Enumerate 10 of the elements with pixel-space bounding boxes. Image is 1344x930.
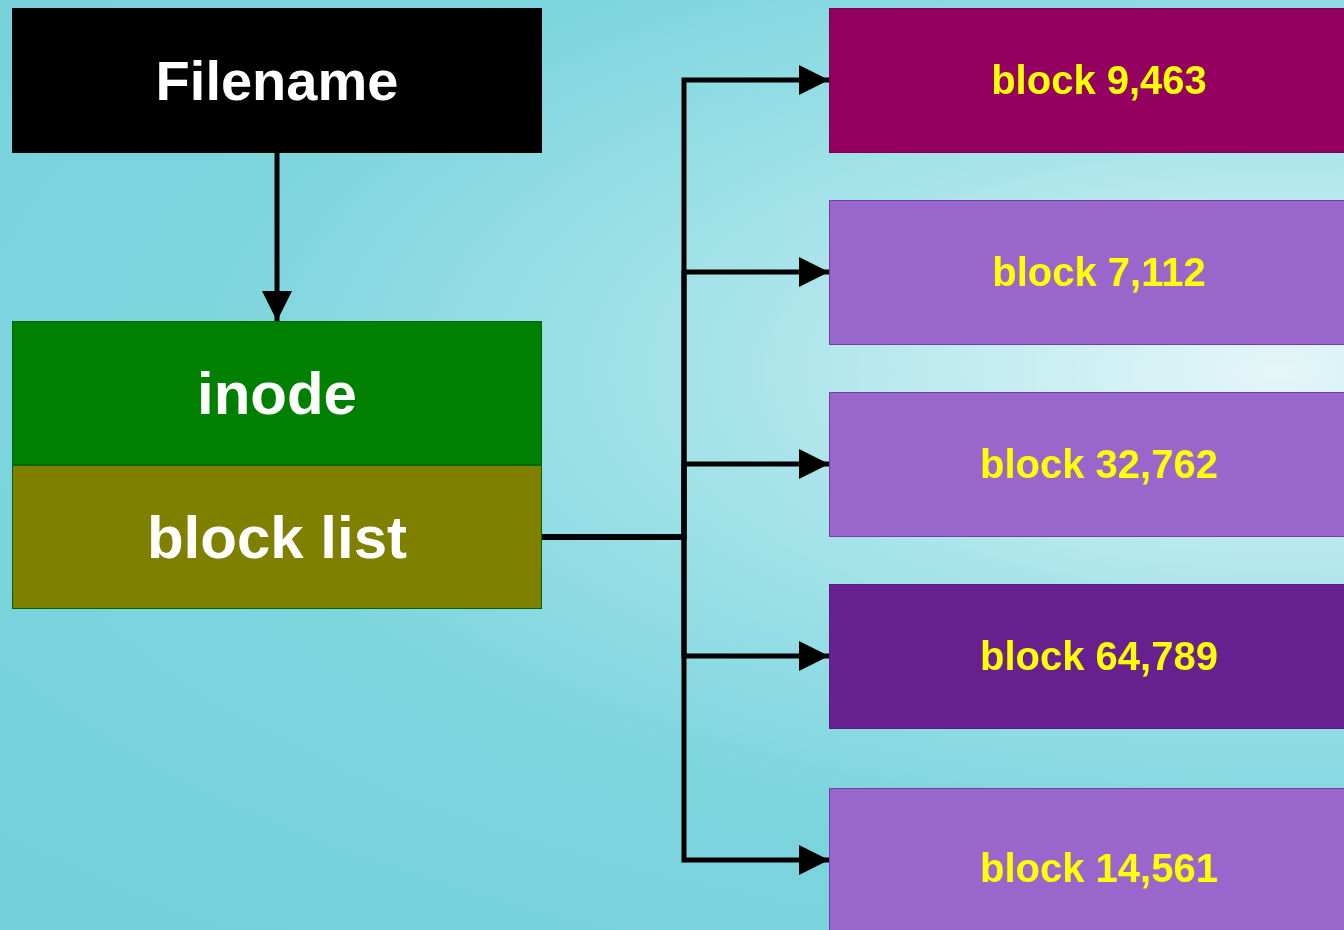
arrow xyxy=(262,153,292,321)
process-box: Filename xyxy=(12,8,542,153)
process-box: block 64,789 xyxy=(829,584,1344,729)
process-box: inode xyxy=(12,321,542,465)
process-box: block 14,561 xyxy=(829,788,1344,930)
arrow xyxy=(542,534,829,875)
process-box: block 32,762 xyxy=(829,392,1344,537)
process-box: block 9,463 xyxy=(829,8,1344,153)
process-box: block list xyxy=(12,465,542,609)
process-box: block 7,112 xyxy=(829,200,1344,345)
